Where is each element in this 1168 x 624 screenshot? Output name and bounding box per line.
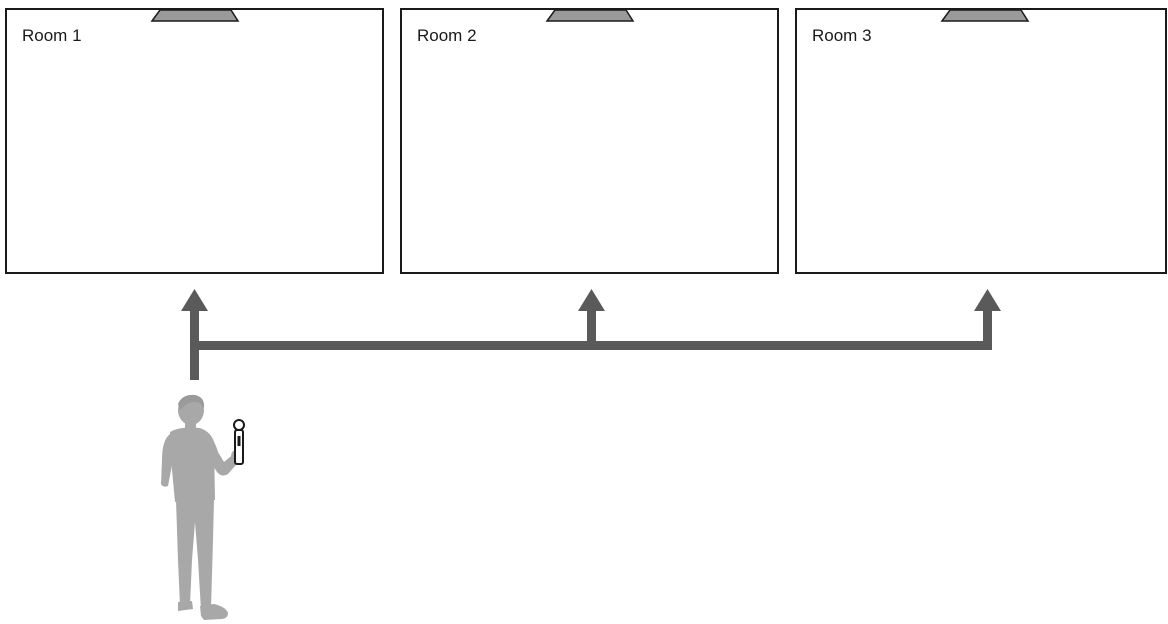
room-2-box xyxy=(400,8,779,274)
ceiling-speaker-icon xyxy=(545,9,635,22)
distribution-arrows xyxy=(181,289,1001,380)
arrow-head-room-1 xyxy=(181,289,208,311)
room-1: Room 1 xyxy=(5,8,384,274)
arrow-room-3-stem xyxy=(983,310,992,346)
ceiling-speaker-icon xyxy=(150,9,240,22)
arrow-head-room-3 xyxy=(974,289,1001,311)
person-with-microphone-icon xyxy=(161,394,242,620)
room-1-box xyxy=(5,8,384,274)
room-2: Room 2 xyxy=(400,8,779,274)
room-3-box xyxy=(795,8,1167,274)
ceiling-speaker-icon xyxy=(940,9,1030,22)
room-2-label: Room 2 xyxy=(417,26,477,45)
wireless-microphone-icon xyxy=(233,419,245,465)
arrow-head-room-2 xyxy=(578,289,605,311)
room-1-label: Room 1 xyxy=(22,26,82,45)
room-3-label: Room 3 xyxy=(812,26,872,45)
room-3: Room 3 xyxy=(795,8,1167,274)
arrow-room-2-stem xyxy=(587,310,596,346)
